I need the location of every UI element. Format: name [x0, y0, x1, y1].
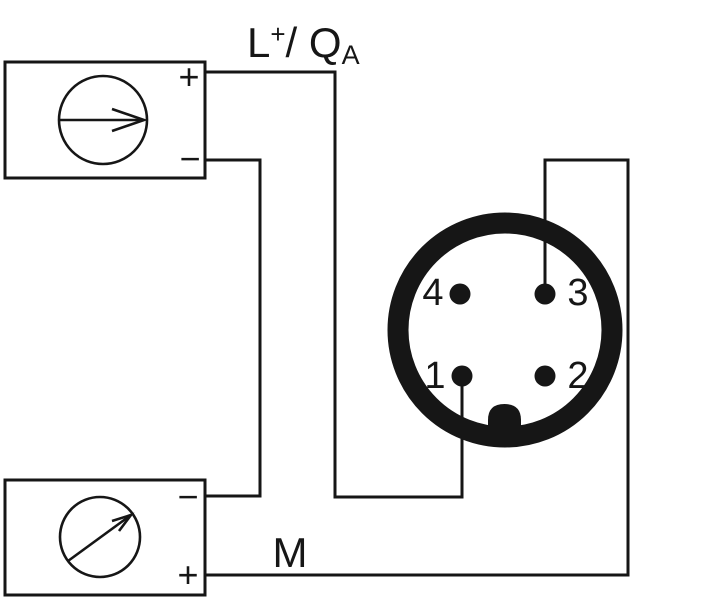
meter-symbol-circle — [58, 495, 142, 579]
pin-4-dot — [449, 283, 471, 305]
pin-2-dot — [534, 365, 556, 387]
link-wire — [205, 158, 262, 498]
pin-3-number: 3 — [567, 272, 589, 314]
pin-1-number: 1 — [424, 355, 446, 397]
meter-needle-shaft — [67, 513, 132, 563]
pin-3-dot — [534, 283, 556, 305]
bottom-device-minus-terminal: − — [177, 476, 199, 517]
supply-label-subscript: A — [341, 40, 360, 70]
bottom-device-plus-terminal: + — [177, 554, 199, 595]
pin-4-number: 4 — [422, 272, 444, 314]
supply-label-mid: / Q — [285, 19, 342, 66]
pin-2-number: 2 — [567, 355, 589, 397]
meter-needle-arrow-icon — [111, 512, 135, 532]
keying-notch — [488, 404, 521, 442]
source-arrow-icon — [111, 107, 148, 133]
supply-line-label: L+/ QA — [247, 19, 360, 69]
supply-label-base: L — [247, 19, 271, 66]
supply-label-superscript: + — [270, 19, 286, 49]
ground-wire — [205, 158, 630, 577]
ground-line-label: M — [272, 529, 308, 576]
top-device-plus-terminal: + — [178, 56, 200, 97]
top-device-minus-terminal: − — [179, 138, 201, 179]
top-device-box — [3, 60, 207, 180]
bottom-device-box — [3, 478, 207, 597]
supply-wire — [205, 70, 464, 499]
pin-1-dot — [451, 365, 473, 387]
